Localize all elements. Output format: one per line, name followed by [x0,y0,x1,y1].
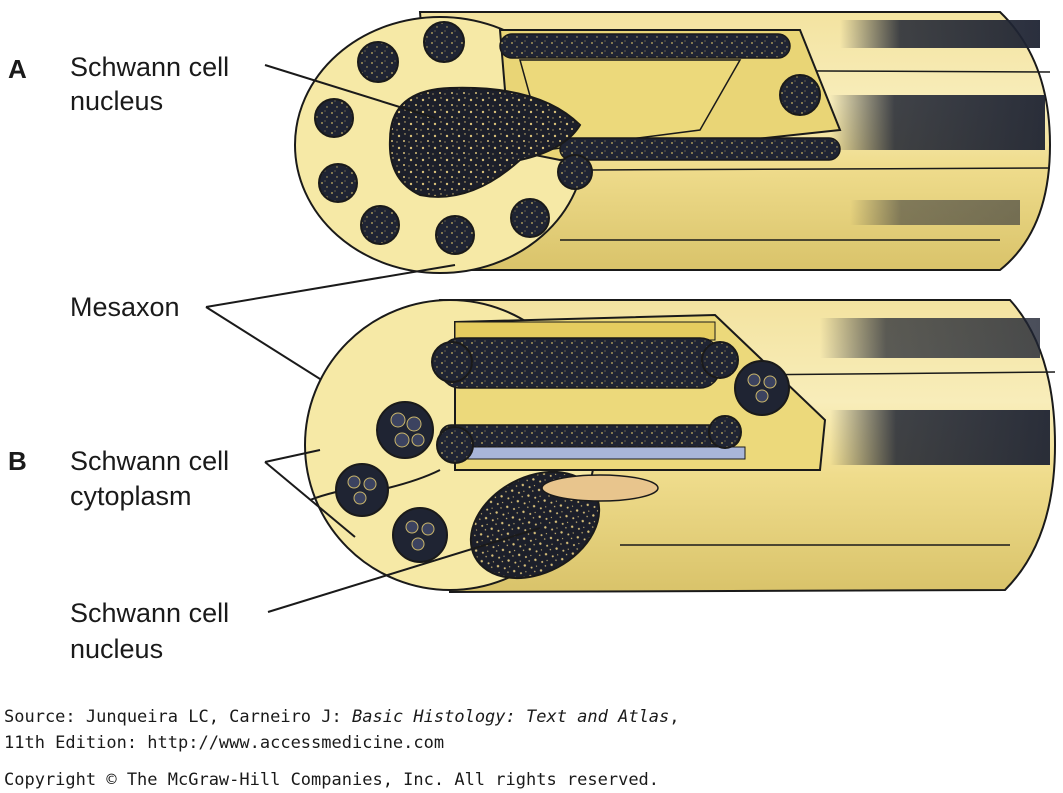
panel-a-axon [510,198,550,238]
panel-a-axon [318,163,358,203]
panel-b-nerve-bundle [304,299,1057,594]
panel-b-cytoplasm-label-line1: Schwann cell [70,446,229,476]
panel-b-axon-bundle [335,463,389,517]
panel-b-nucleus-label-line2: nucleus [70,634,163,664]
caption-edition: 11th Edition: http://www.accessmedicine.… [4,733,445,753]
panel-b-axon-end [708,415,742,449]
panel-b-bundle-fiber [363,477,377,491]
panel-a-axon [557,154,593,190]
panel-a-shadow-band [850,200,1020,225]
panel-b-nucleus-cap [541,474,659,502]
panel-b-axon-bundle [392,507,448,563]
panel-a-axon [314,98,354,138]
panel-a-letter: A [8,54,27,84]
panel-a-axon [779,74,821,116]
panel-b-bundle-fiber [406,416,422,432]
caption-source: Source: Junqueira LC, Carneiro J: Basic … [4,707,680,727]
caption-source-suffix: , [669,707,680,727]
mesaxon-leader-a [205,264,456,308]
panel-b-bundle-fiber [421,522,435,536]
panel-a-axon-bar [559,137,841,161]
panel-b-bundle-fiber [755,389,769,403]
panel-b-axon-bundle [376,401,434,459]
panel-b-bundle-fiber [747,373,761,387]
panel-b-bundle [734,360,790,416]
panel-b-axon-bundle [734,360,790,416]
panel-b-axon-end [436,426,474,464]
panel-a-nerve-bundle [294,11,1052,274]
panel-b-letter: B [8,446,27,476]
panel-b-axon-end [431,341,473,383]
panel-b-bundle-fiber [405,520,419,534]
panel-b-axon-end [701,341,739,379]
mesaxon-label: Mesaxon [70,292,180,322]
panel-a-axon [360,205,400,245]
panel-b-bundle-fiber [347,475,361,489]
panel-b-nucleus-leader [267,527,541,613]
panel-a-nucleus-label-line2: nucleus [70,86,163,116]
panel-b-axon-bar [439,337,721,389]
panel-b-bundle-fiber [411,433,425,447]
panel-b-bundle [335,463,389,517]
panel-b-groove [739,371,1056,376]
panel-a-nucleus-label-line1: Schwann cell [70,52,229,82]
panel-b-bundle-fiber [763,375,777,389]
panel-b-bundle [392,507,448,563]
panel-b-bundle-fiber [394,432,410,448]
panel-b-axon-blue-band [454,446,746,460]
panel-a-axon-bar [499,33,791,59]
panel-b-mesaxon-strand [309,491,337,501]
panel-b-bundle-fiber [353,491,367,505]
panel-b-shadow-band [820,318,1040,358]
panel-b-bundle-fiber [411,537,425,551]
caption-copyright: Copyright © The McGraw-Hill Companies, I… [4,770,660,790]
panel-a-axon [435,215,475,255]
panel-b-cytoplasm-leader-b [264,461,356,538]
panel-a-axons [314,21,821,255]
schwann-cell-diagram: A Schwann cell nucleus Mesaxon [8,11,1057,664]
caption-book-title: Basic Histology: Text and Atlas [352,707,670,727]
panel-a-shadow-band [840,20,1040,48]
panel-b-bundle-fiber [390,412,406,428]
panel-a-nucleus-leader [264,64,436,119]
panel-b-mesaxon-strand [387,469,441,489]
panel-a-groove [589,167,1051,171]
panel-b-cytoplasm-leader-a [264,449,321,463]
panel-b-shadow-band [830,410,1050,465]
panel-a-shadow-band [830,95,1045,150]
caption-source-prefix: Source: Junqueira LC, Carneiro J: [4,707,352,727]
panel-b-axon-bar [439,424,741,448]
panel-b-nucleus-label-line1: Schwann cell [70,598,229,628]
panel-a-axon [357,41,399,83]
panel-a-axon [423,21,465,63]
panel-a-nucleus [388,86,582,198]
panel-b-cytoplasm-label-line2: cytoplasm [70,481,192,511]
panel-b-bundle [376,401,434,459]
